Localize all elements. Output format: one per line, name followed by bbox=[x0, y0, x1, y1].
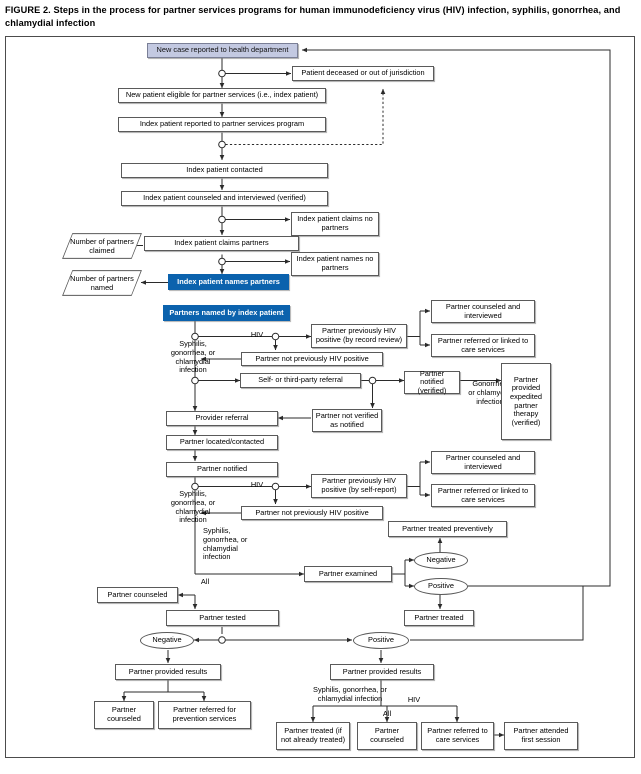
parallelogram-outline bbox=[62, 233, 142, 259]
node-partner-previously-hiv-positive-self-report[interactable]: Partner previously HIV positive (by self… bbox=[311, 474, 407, 498]
node-index-patient-claims-no-partners[interactable]: Index patient claims no partners bbox=[291, 212, 379, 236]
edge-label-hiv-2: HIV bbox=[250, 480, 264, 489]
node-partner-located-contacted[interactable]: Partner located/contacted bbox=[166, 435, 278, 450]
node-partner-counseled-and-interviewed-2[interactable]: Partner counseled and interviewed bbox=[431, 451, 535, 474]
node-partner-treated[interactable]: Partner treated bbox=[404, 610, 474, 626]
node-index-patient-claims-partners[interactable]: Index patient claims partners bbox=[144, 236, 299, 251]
node-partner-counseled-main[interactable]: Partner counseled bbox=[97, 587, 178, 603]
node-partner-referred-for-prevention-services[interactable]: Partner referred for prevention services bbox=[158, 701, 251, 729]
edge-label-syphilis-gonorrhea-chlamydial-2: Syphilis, gonorrhea, or chlamydial infec… bbox=[170, 489, 216, 525]
node-self-or-third-party-referral[interactable]: Self- or third-party referral bbox=[240, 373, 361, 388]
node-index-patient-names-no-partners[interactable]: Index patient names no partners bbox=[291, 252, 379, 276]
parallelogram-outline bbox=[62, 270, 142, 296]
node-partner-treated-preventively[interactable]: Partner treated preventively bbox=[388, 521, 507, 537]
node-partner-previously-hiv-positive-record-review[interactable]: Partner previously HIV positive (by reco… bbox=[311, 324, 407, 348]
node-index-patient-reported[interactable]: Index patient reported to partner servic… bbox=[118, 117, 326, 132]
edge-label-syphilis-gonorrhea-chlamydial-1: Syphilis, gonorrhea, or chlamydial infec… bbox=[170, 339, 216, 375]
node-label: Number of partners named bbox=[70, 273, 134, 292]
node-partner-provided-results-negative[interactable]: Partner provided results bbox=[115, 664, 221, 680]
node-partner-not-verified-as-notified[interactable]: Partner not verified as notified bbox=[312, 409, 382, 432]
node-partner-referred-or-linked-2[interactable]: Partner referred or linked to care servi… bbox=[431, 484, 535, 507]
edge-label-all-1: All bbox=[200, 577, 210, 586]
node-provider-referral[interactable]: Provider referral bbox=[166, 411, 278, 426]
edge-label-hiv-1: HIV bbox=[250, 330, 264, 339]
node-partner-counseled-and-interviewed-1[interactable]: Partner counseled and interviewed bbox=[431, 300, 535, 323]
node-exam-result-negative[interactable]: Negative bbox=[414, 552, 468, 569]
node-partner-provided-results-positive[interactable]: Partner provided results bbox=[330, 664, 434, 680]
node-test-result-negative[interactable]: Negative bbox=[140, 632, 194, 649]
node-partner-examined[interactable]: Partner examined bbox=[304, 566, 392, 582]
node-partner-not-previously-hiv-positive-1[interactable]: Partner not previously HIV positive bbox=[241, 352, 383, 366]
edge-label-syphilis-gonorrhea-chlamydial-4: Syphilis, gonorrhea, or chlamydial infec… bbox=[313, 685, 387, 703]
node-index-patient-contacted[interactable]: Index patient contacted bbox=[121, 163, 328, 178]
node-partner-notified[interactable]: Partner notified bbox=[166, 462, 278, 477]
edge-label-hiv-3: HIV bbox=[407, 695, 421, 704]
node-number-of-partners-named[interactable]: Number of partners named bbox=[62, 270, 142, 296]
figure-title: FIGURE 2. Steps in the process for partn… bbox=[5, 5, 621, 28]
node-partner-treated-if-not-already-treated[interactable]: Partner treated (if not already treated) bbox=[276, 722, 350, 750]
edge-label-all-2: All bbox=[382, 709, 392, 718]
node-index-patient-counseled-interviewed[interactable]: Index patient counseled and interviewed … bbox=[121, 191, 328, 206]
node-partner-notified-verified[interactable]: Partner notified (verified) bbox=[404, 369, 460, 395]
node-exam-result-positive[interactable]: Positive bbox=[414, 578, 468, 595]
node-new-case-reported[interactable]: New case reported to health department bbox=[147, 43, 298, 58]
node-partners-named-by-index-patient[interactable]: Partners named by index patient bbox=[163, 305, 290, 321]
node-partner-referred-or-linked-1[interactable]: Partner referred or linked to care servi… bbox=[431, 334, 535, 357]
node-partner-tested[interactable]: Partner tested bbox=[166, 610, 279, 626]
node-number-of-partners-claimed[interactable]: Number of partners claimed bbox=[62, 233, 142, 259]
node-label: Number of partners claimed bbox=[70, 236, 134, 255]
node-partner-not-previously-hiv-positive-2[interactable]: Partner not previously HIV positive bbox=[241, 506, 383, 520]
node-patient-deceased-or-out-of-jurisdiction[interactable]: Patient deceased or out of jurisdiction bbox=[292, 66, 434, 81]
node-new-patient-eligible[interactable]: New patient eligible for partner service… bbox=[118, 88, 326, 103]
node-partner-counseled-positive-branch[interactable]: Partner counseled bbox=[357, 722, 417, 750]
node-partner-referred-to-care-services[interactable]: Partner referred to care services bbox=[421, 722, 494, 750]
node-partner-attended-first-session[interactable]: Partner attended first session bbox=[504, 722, 578, 750]
edge-label-syphilis-gonorrhea-chlamydial-3: Syphilis, gonorrhea, or chlamydial infec… bbox=[203, 526, 248, 562]
node-partner-counseled-negative-branch[interactable]: Partner counseled bbox=[94, 701, 154, 729]
node-partner-provided-expedited-partner-therapy[interactable]: Partner provided expedited partner thera… bbox=[501, 363, 551, 440]
node-index-patient-names-partners[interactable]: Index patient names partners bbox=[168, 274, 289, 290]
node-test-result-positive[interactable]: Positive bbox=[353, 632, 409, 649]
edge-label-gonorrhea-or-chlamydial: Gonorrhea or chlamydial infection bbox=[468, 379, 512, 406]
